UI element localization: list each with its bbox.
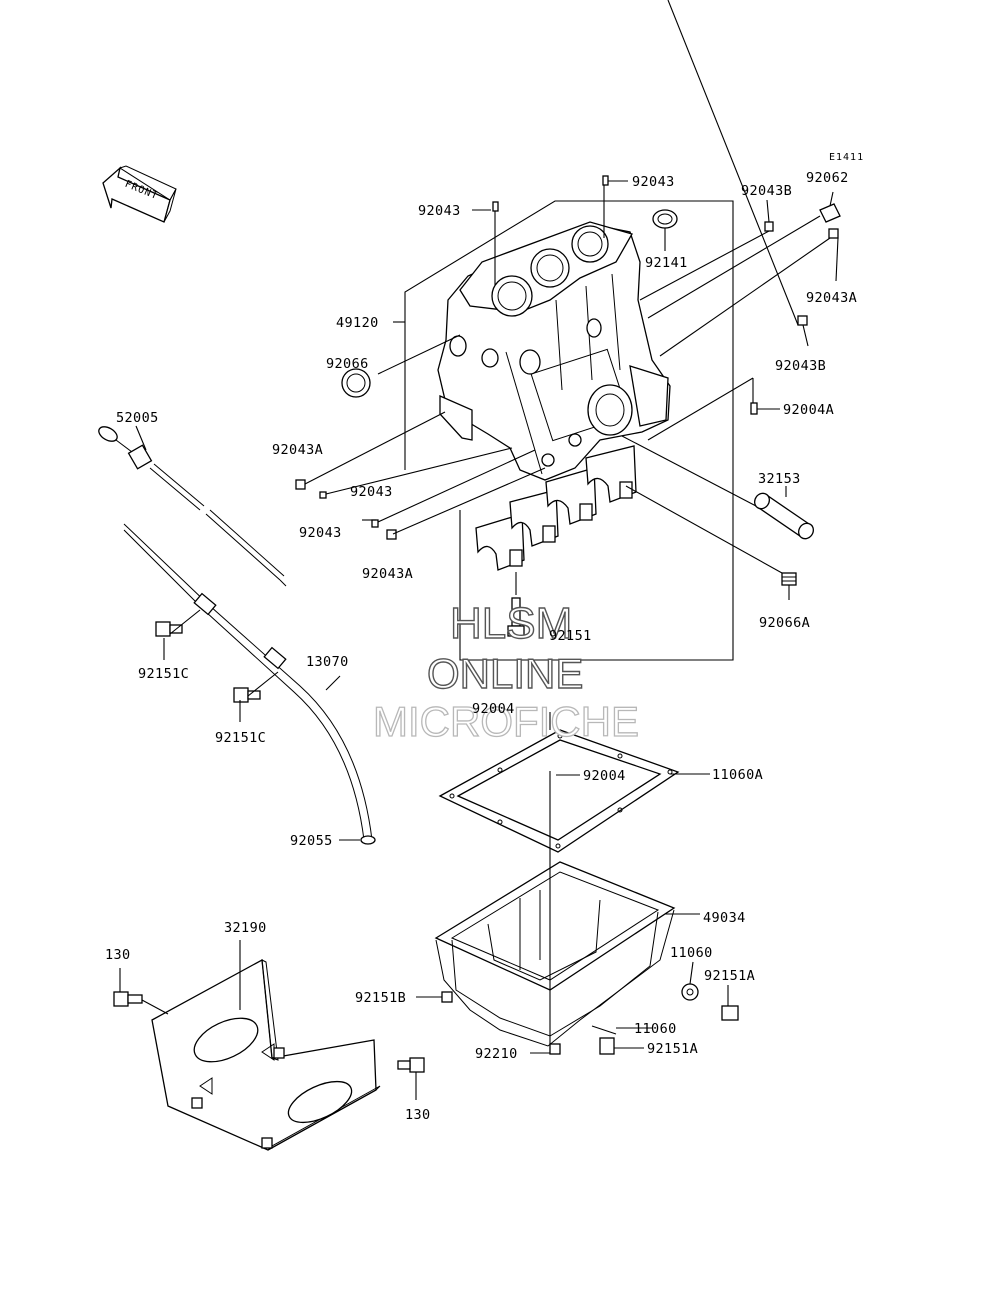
callout-92055: 92055	[290, 833, 333, 849]
callout-92151c-2: 92151C	[215, 730, 266, 746]
bolts-130-drawing	[113, 991, 425, 1073]
bolts-92151c-drawing	[155, 621, 261, 703]
leader-lines-oil-pan	[416, 712, 729, 1054]
callout-92043-top: 92043	[632, 174, 675, 190]
watermark: HLSM ONLINE MICROFICHE	[372, 598, 639, 745]
oil-pan-drawing	[434, 861, 676, 1047]
callout-130-left: 130	[105, 947, 131, 963]
plug-92062-drawing	[819, 203, 841, 223]
callout-92004-mid: 92004	[583, 768, 626, 784]
bearing-caps-drawing	[475, 445, 637, 571]
callout-92043-left: 92043	[418, 203, 461, 219]
callout-49034: 49034	[703, 910, 746, 926]
bolt-92151-drawing	[507, 597, 525, 637]
callout-92043-mid2: 92043	[299, 525, 342, 541]
leader-lines-block	[304, 0, 839, 600]
callout-52005: 52005	[116, 410, 159, 426]
drain-plug-parts-drawing	[441, 983, 739, 1055]
dipstick-drawing	[98, 426, 287, 587]
front-arrow-icon: FRONT	[102, 165, 177, 223]
callout-92043-mid1: 92043	[350, 484, 393, 500]
callout-92043a-mid: 92043A	[362, 566, 413, 582]
leader-lines-dipstick	[135, 425, 360, 841]
callout-92043a-right: 92043A	[806, 290, 857, 306]
watermark-line2: ONLINE	[427, 650, 583, 697]
callout-11060-bottom: 11060	[634, 1021, 677, 1037]
under-guard-drawing	[151, 958, 381, 1151]
callout-92141: 92141	[645, 255, 688, 271]
callout-92151a-bottom: 92151A	[647, 1041, 698, 1057]
callout-92151: 92151	[549, 628, 592, 644]
watermark-line1: HLSM	[450, 599, 572, 648]
seal-92066-drawing	[341, 368, 371, 398]
callout-92151b: 92151B	[355, 990, 406, 1006]
callout-92151a-right: 92151A	[704, 968, 755, 984]
diagram-code: E1411	[829, 152, 864, 163]
callout-13070: 13070	[306, 654, 349, 670]
callout-92004-top: 92004	[472, 701, 515, 717]
callout-92004a: 92004A	[783, 402, 834, 418]
callout-130-bottom: 130	[405, 1107, 431, 1123]
pipe-32153-drawing	[754, 492, 814, 540]
cylinder-block-drawing	[393, 200, 734, 661]
callout-32153: 32153	[758, 471, 801, 487]
callout-92151c-1: 92151C	[138, 666, 189, 682]
dipstick-guide-drawing	[123, 523, 376, 845]
callout-92043a-left: 92043A	[272, 442, 323, 458]
callout-92043b-right: 92043B	[775, 358, 826, 374]
callout-92066a: 92066A	[759, 615, 810, 631]
plug-92066a-drawing	[781, 572, 797, 586]
callout-49120: 49120	[336, 315, 379, 331]
callout-32190: 32190	[224, 920, 267, 936]
callout-labels: 92043 92043 92043B 92062 92141 49120 920…	[105, 170, 857, 1123]
callout-92066: 92066	[326, 356, 369, 372]
watermark-line3: MICROFICHE	[373, 698, 639, 745]
callout-11060-right: 11060	[670, 945, 713, 961]
callout-92210: 92210	[475, 1046, 518, 1062]
callout-92062: 92062	[806, 170, 849, 186]
leader-lines-guard	[119, 940, 417, 1100]
callout-11060a: 11060A	[712, 767, 763, 783]
callout-92043b-top: 92043B	[741, 183, 792, 199]
seal-92141-drawing	[652, 209, 678, 229]
oil-pan-gasket-drawing	[438, 729, 680, 853]
